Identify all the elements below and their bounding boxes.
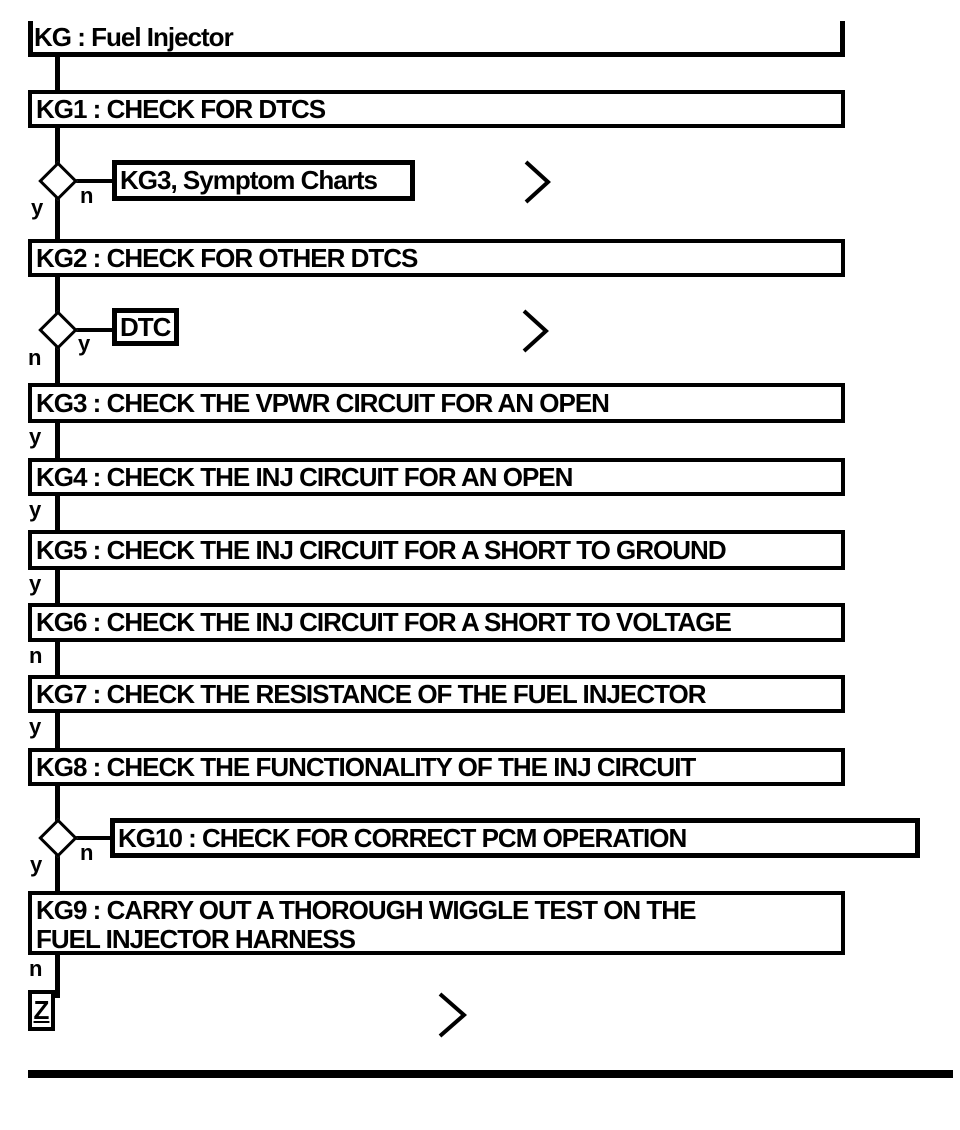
- decision-diamond-2: [38, 310, 78, 350]
- step-label: KG2 : CHECK FOR OTHER DTCS: [36, 242, 418, 273]
- bottom-rule: [28, 1070, 953, 1078]
- continue-chevron-icon[interactable]: [437, 991, 467, 1039]
- flow-line: [55, 854, 60, 894]
- step-label: KG6 : CHECK THE INJ CIRCUIT FOR A SHORT …: [36, 607, 732, 637]
- step-box-kg8: KG8 : CHECK THE FUNCTIONALITY OF THE INJ…: [28, 748, 845, 786]
- branch-label: KG10 : CHECK FOR CORRECT PCM OPERATION: [118, 822, 687, 853]
- page-title: KG : Fuel Injector: [34, 22, 234, 52]
- branch-box-dtc[interactable]: DTC: [112, 308, 179, 346]
- step-box-kg2: KG2 : CHECK FOR OTHER DTCS: [28, 239, 845, 277]
- kg9-exit-label: n: [29, 956, 43, 981]
- branch-box-kg10[interactable]: KG10 : CHECK FOR CORRECT PCM OPERATION: [110, 818, 920, 858]
- branch-label: KG3, Symptom Charts: [120, 165, 378, 195]
- flow-line: [55, 421, 60, 461]
- flow-line: [55, 57, 60, 92]
- kg3-exit-label: y: [29, 424, 42, 449]
- decision1-bottom-label: y: [31, 195, 44, 220]
- decision3-bottom-label: y: [30, 852, 43, 877]
- decision3-right-label: n: [80, 840, 94, 865]
- kg7-exit-label: y: [29, 714, 42, 739]
- step-label: KG7 : CHECK THE RESISTANCE OF THE FUEL I…: [36, 678, 707, 709]
- branch-box-kg3-symptom-charts[interactable]: KG3, Symptom Charts: [112, 160, 415, 201]
- flow-line: [55, 711, 60, 751]
- decision2-right-label: y: [78, 331, 91, 356]
- connector-line: [72, 179, 116, 183]
- step-label: KG8 : CHECK THE FUNCTIONALITY OF THE INJ…: [36, 751, 696, 782]
- step-label: KG4 : CHECK THE INJ CIRCUIT FOR AN OPEN: [36, 461, 573, 492]
- flow-line: [55, 275, 60, 317]
- title-right-tick: [840, 21, 845, 57]
- branch-label: DTC: [120, 311, 171, 342]
- flow-line: [55, 126, 60, 166]
- flow-line: [55, 953, 60, 998]
- continue-chevron-icon[interactable]: [523, 159, 551, 205]
- flow-line: [55, 784, 60, 824]
- connector-line: [72, 836, 116, 840]
- kg4-exit-label: y: [29, 497, 42, 522]
- step-label-line1: KG9 : CARRY OUT A THOROUGH WIGGLE TEST O…: [36, 895, 696, 925]
- title-underline: [28, 52, 845, 57]
- kg6-exit-label: n: [29, 643, 43, 668]
- step-box-kg6: KG6 : CHECK THE INJ CIRCUIT FOR A SHORT …: [28, 603, 845, 642]
- decision-diamond-1: [38, 161, 78, 201]
- decision2-bottom-label: n: [28, 345, 42, 370]
- connector-line: [72, 328, 116, 332]
- decision1-right-label: n: [80, 183, 94, 208]
- step-box-kg7: KG7 : CHECK THE RESISTANCE OF THE FUEL I…: [28, 675, 845, 713]
- step-box-kg3: KG3 : CHECK THE VPWR CIRCUIT FOR AN OPEN: [28, 383, 845, 423]
- step-box-kg5: KG5 : CHECK THE INJ CIRCUIT FOR A SHORT …: [28, 530, 845, 570]
- terminal-label: Z: [33, 995, 50, 1025]
- kg5-exit-label: y: [29, 571, 42, 596]
- step-label: KG5 : CHECK THE INJ CIRCUIT FOR A SHORT …: [36, 534, 727, 565]
- step-label: KG1 : CHECK FOR DTCS: [36, 93, 326, 124]
- decision-diamond-3: [38, 818, 78, 858]
- flow-line: [55, 197, 60, 242]
- flow-line: [55, 640, 60, 678]
- step-box-kg9: KG9 : CARRY OUT A THOROUGH WIGGLE TEST O…: [28, 891, 845, 955]
- step-box-kg4: KG4 : CHECK THE INJ CIRCUIT FOR AN OPEN: [28, 458, 845, 496]
- flow-line: [55, 494, 60, 533]
- flow-line: [55, 568, 60, 606]
- flow-line: [55, 346, 60, 386]
- continue-chevron-icon[interactable]: [521, 308, 549, 354]
- step-label-line2: FUEL INJECTOR HARNESS: [36, 924, 356, 954]
- step-box-kg1: KG1 : CHECK FOR DTCS: [28, 90, 845, 128]
- title-left-bar: [28, 21, 33, 57]
- terminal-z-box[interactable]: Z: [28, 990, 55, 1031]
- step-label: KG3 : CHECK THE VPWR CIRCUIT FOR AN OPEN: [36, 387, 610, 418]
